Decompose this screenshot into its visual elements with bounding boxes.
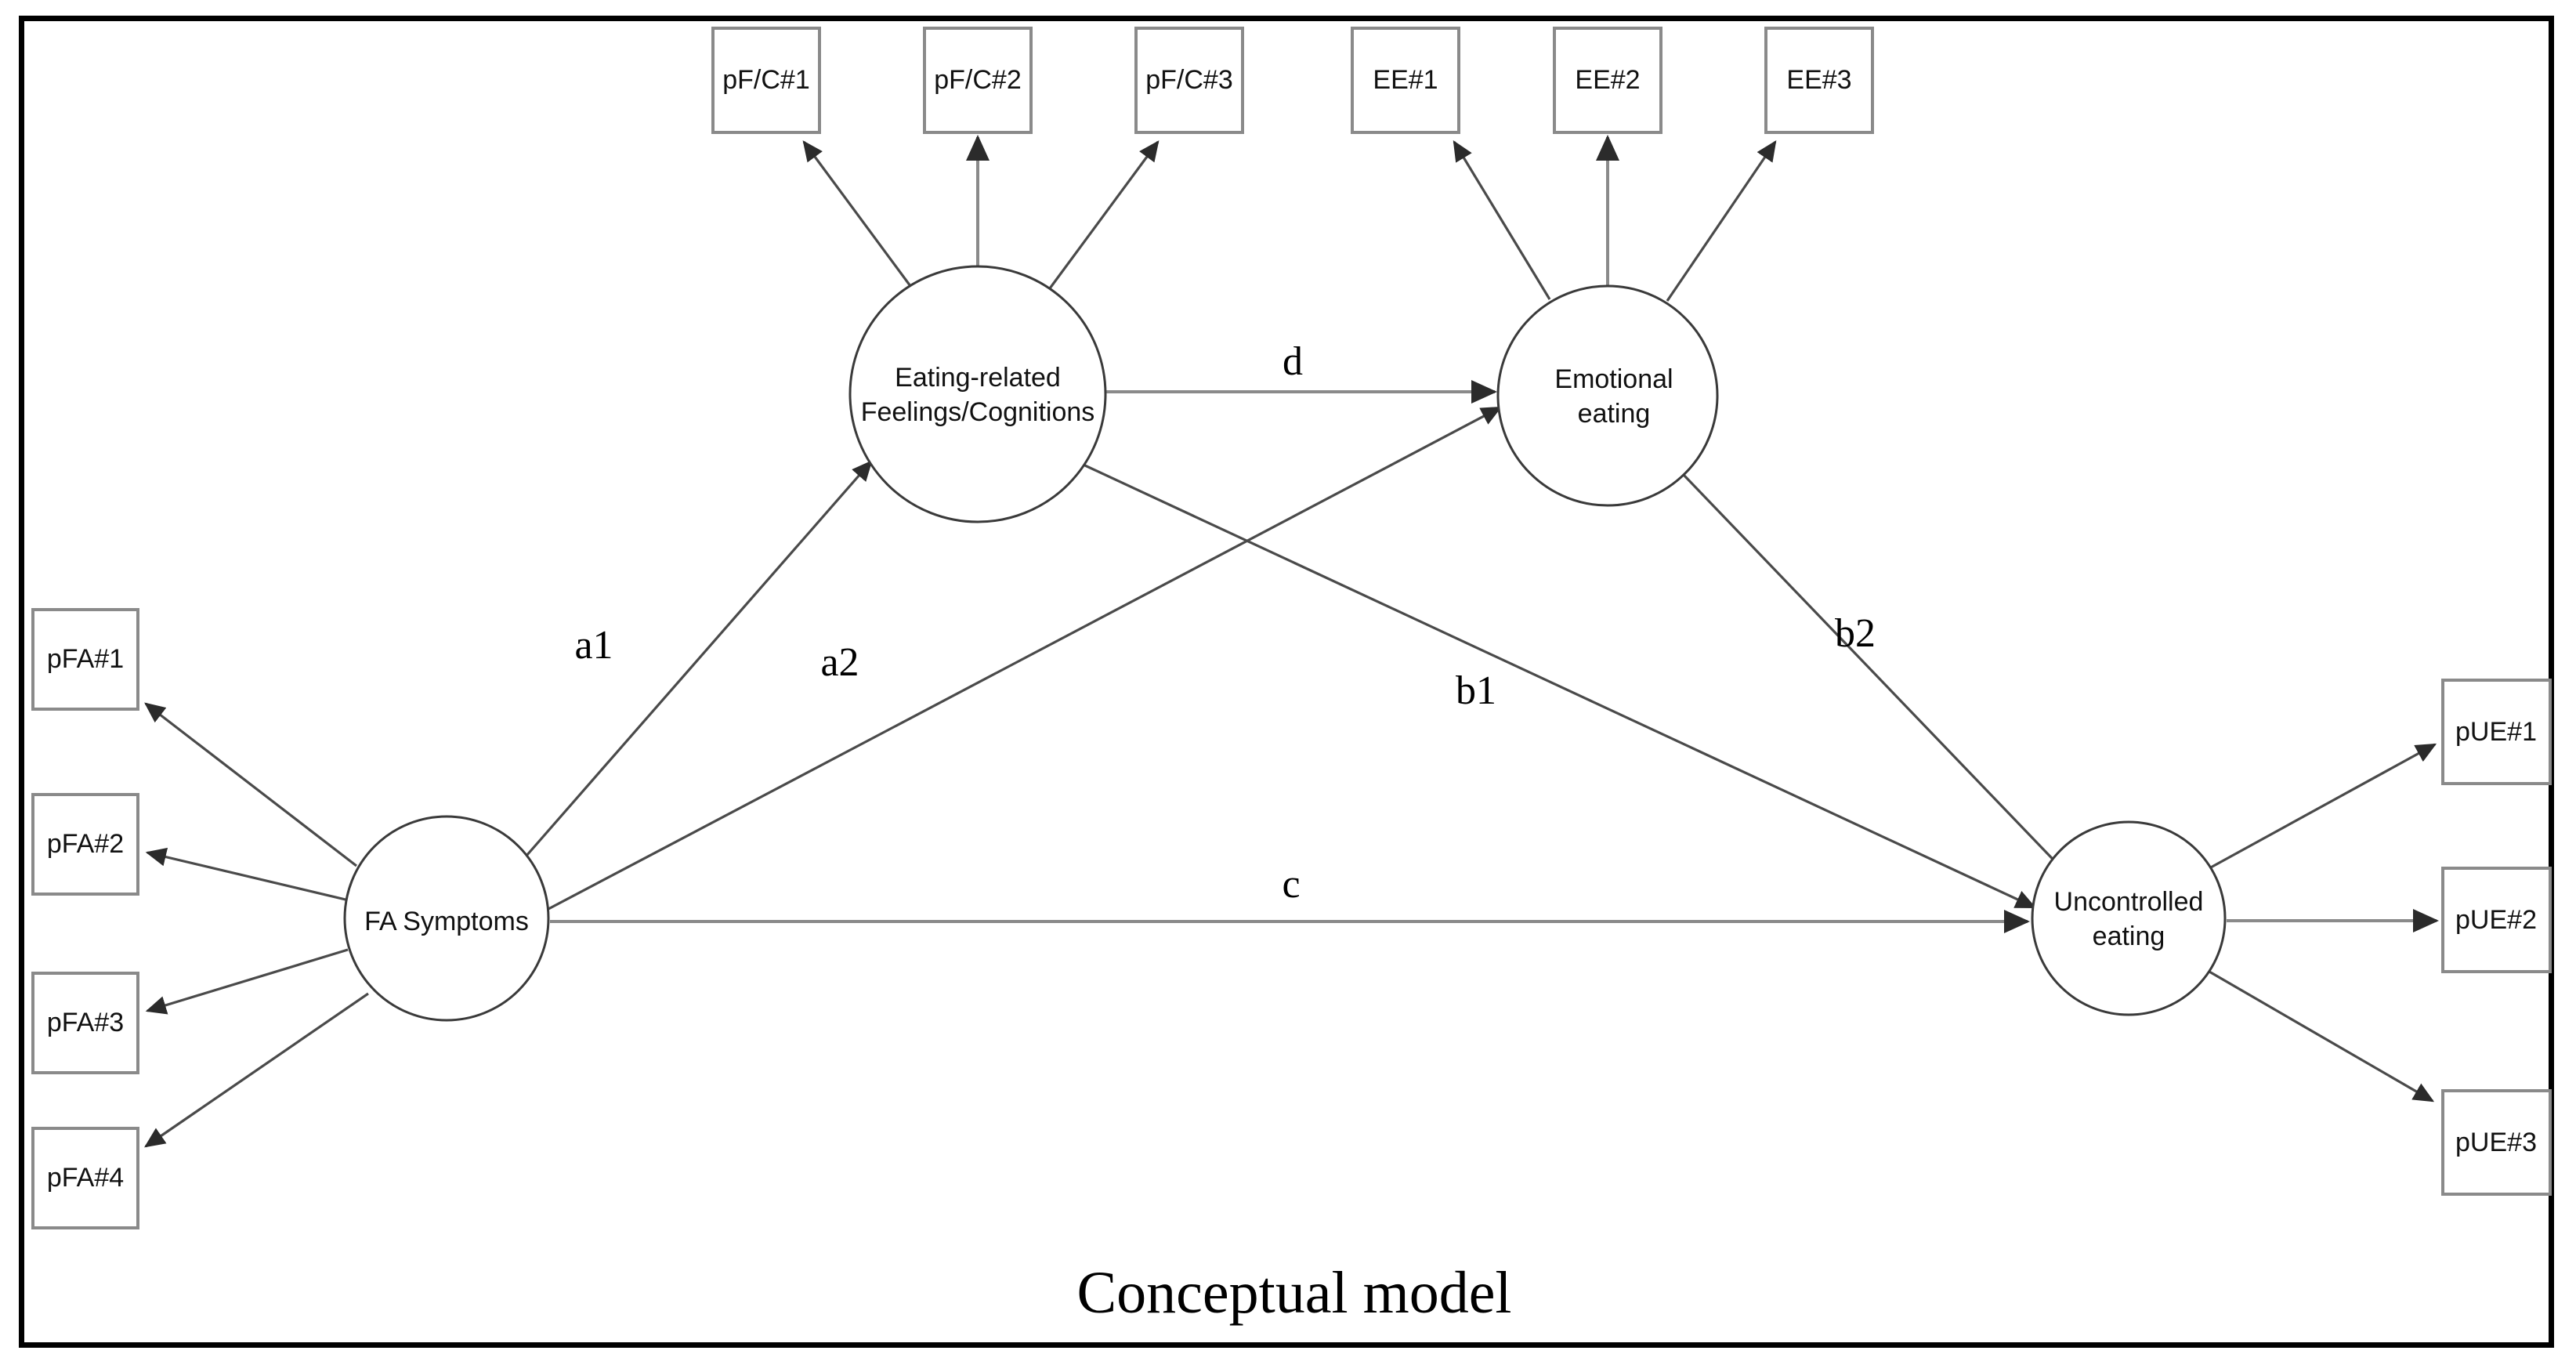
latent-label-line2: eating [1578, 399, 1651, 429]
latent-label-line1: FA Symptoms [364, 907, 529, 936]
loading-pfc-pFC1 [802, 140, 912, 287]
figure-title: Conceptual model [1076, 1260, 1511, 1326]
latent-label-line2: Feelings/Cognitions [861, 397, 1095, 427]
indicator-box-EE2[interactable]: EE#2 [1553, 27, 1662, 134]
indicator-label: pFA#1 [47, 644, 124, 674]
latent-label-line1: Uncontrolled [2054, 887, 2204, 917]
path-b1 [1074, 459, 2037, 909]
loading-ee-EE3 [1666, 140, 1777, 302]
measurement-paths-ee [1453, 135, 1777, 302]
measurement-paths-pfc [802, 135, 1160, 289]
loading-ue-pUE3 [2209, 970, 2435, 1102]
latent-node-emotional-eating[interactable]: Emotional eating [1496, 284, 1719, 507]
loading-ee-EE1 [1453, 139, 1551, 300]
structural-paths [525, 380, 2068, 933]
loading-fa-pFA3 [145, 948, 349, 1015]
indicator-label: pFA#3 [47, 1008, 124, 1037]
measurement-paths-ue [2209, 743, 2439, 1102]
latent-label-line1: Eating-related [895, 363, 1061, 393]
measurement-paths-fa [144, 702, 369, 1148]
path-label-a2: a2 [820, 640, 859, 685]
latent-label-line1: Emotional [1554, 364, 1673, 394]
indicator-label: pF/C#3 [1145, 65, 1233, 95]
indicator-label: EE#2 [1575, 65, 1640, 95]
path-label-b1: b1 [1456, 668, 1496, 713]
indicator-label: EE#1 [1373, 65, 1438, 95]
path-label-c: c [1282, 862, 1300, 907]
indicator-label: pUE#3 [2455, 1128, 2537, 1157]
latent-node-feelings-cognitions[interactable]: Eating-related Feelings/Cognitions [848, 265, 1107, 523]
indicator-box-EE3[interactable]: EE#3 [1764, 27, 1874, 134]
indicator-box-pFC1[interactable]: pF/C#1 [711, 27, 821, 134]
indicator-box-pFA2[interactable]: pFA#2 [31, 793, 139, 896]
indicator-box-pFA1[interactable]: pFA#1 [31, 608, 139, 711]
indicator-box-pUE2[interactable]: pUE#2 [2441, 867, 2552, 973]
latent-label-line2: eating [2093, 921, 2165, 951]
indicator-box-pFA4[interactable]: pFA#4 [31, 1127, 139, 1229]
loading-ue-pUE1 [2209, 743, 2437, 870]
indicator-box-EE1[interactable]: EE#1 [1351, 27, 1460, 134]
indicator-label: pUE#1 [2455, 717, 2537, 747]
indicator-box-pFA3[interactable]: pFA#3 [31, 972, 139, 1074]
indicator-label: pF/C#2 [934, 65, 1022, 95]
indicator-label: EE#3 [1786, 65, 1851, 95]
latent-node-uncontrolled-eating[interactable]: Uncontrolled eating [2031, 820, 2227, 1016]
loading-fa-pFA1 [144, 702, 357, 867]
path-a2 [548, 406, 1503, 911]
indicator-label: pFA#4 [47, 1163, 124, 1193]
indicator-box-pFC3[interactable]: pF/C#3 [1134, 27, 1244, 134]
indicator-label: pFA#2 [47, 829, 124, 859]
loading-fa-pFA4 [144, 992, 369, 1148]
indicator-box-pUE1[interactable]: pUE#1 [2441, 679, 2552, 785]
indicator-box-pFC2[interactable]: pF/C#2 [923, 27, 1033, 134]
loading-pfc-pFC3 [1048, 140, 1160, 289]
path-b2 [1681, 472, 2068, 875]
indicator-label: pF/C#1 [722, 65, 810, 95]
path-label-b2: b2 [1835, 611, 1876, 656]
path-a1 [525, 460, 873, 857]
indicator-label: pUE#2 [2455, 905, 2537, 935]
loading-fa-pFA2 [145, 847, 346, 901]
path-label-d: d [1283, 339, 1303, 384]
indicator-box-pUE3[interactable]: pUE#3 [2441, 1089, 2552, 1196]
latent-node-fa-symptoms[interactable]: FA Symptoms [343, 815, 550, 1022]
path-label-a1: a1 [574, 623, 613, 668]
